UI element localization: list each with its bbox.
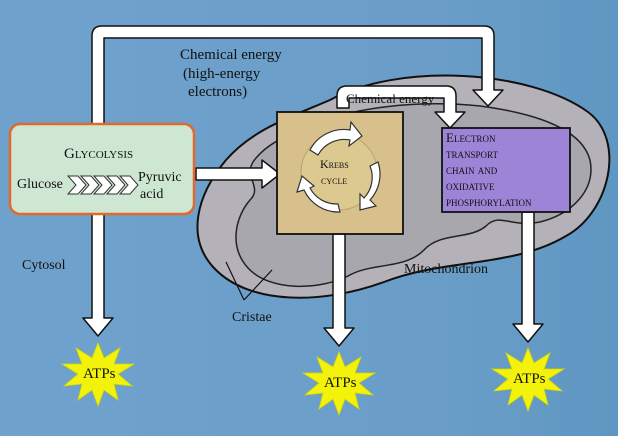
atp-burst-2 — [301, 350, 377, 417]
glycolysis-box — [8, 122, 196, 216]
label-glucose: Glucose — [17, 177, 63, 192]
glycolysis-chevrons — [66, 175, 139, 195]
label-high-energy-electrons-line2: electrons) — [188, 84, 248, 100]
label-atp-2: ATPs — [324, 375, 357, 391]
label-chemical-energy-top: Chemical energy — [180, 47, 282, 63]
arrows — [82, 25, 544, 347]
arrow-glycolysis-to-etc — [91, 25, 504, 126]
arrow-etc-to-atp — [512, 211, 544, 343]
label-pyruvic-line2: acid — [140, 187, 164, 202]
label-krebs-line2: cycle — [321, 173, 348, 187]
label-mitochondrion: Mitochondrion — [404, 262, 488, 277]
label-etc-line5: phosphorylation — [446, 194, 532, 209]
label-atp-3: ATPs — [513, 371, 546, 387]
label-cytosol: Cytosol — [22, 258, 66, 273]
atp-burst-3 — [490, 346, 566, 413]
cristae-pointer-lines — [225, 261, 273, 301]
label-etc-line2: transport — [446, 146, 498, 161]
atp-burst-1 — [60, 341, 136, 408]
krebs-cycle-arrows-icon — [296, 120, 381, 213]
arrow-krebs-to-etc — [336, 85, 466, 129]
label-etc-line1: Electron — [446, 130, 496, 145]
etc-box — [441, 127, 571, 213]
arrow-pyruvate-to-krebs — [195, 159, 281, 189]
label-chemical-energy-inner: Chemical energy — [346, 91, 435, 106]
label-krebs-line1: Krebs — [320, 157, 349, 171]
arrow-glycolysis-to-atp — [82, 213, 114, 337]
label-atp-1: ATPs — [83, 366, 116, 382]
label-glycolysis: Glycolysis — [64, 146, 134, 162]
label-etc-line4: oxidative — [446, 178, 495, 193]
label-high-energy-electrons-line1: (high-energy — [183, 66, 261, 82]
arrow-krebs-to-atp — [323, 233, 355, 347]
label-cristae: Cristae — [232, 310, 272, 325]
label-etc-line3: chain and — [446, 162, 498, 177]
label-pyruvic-line1: Pyruvic — [138, 170, 182, 185]
